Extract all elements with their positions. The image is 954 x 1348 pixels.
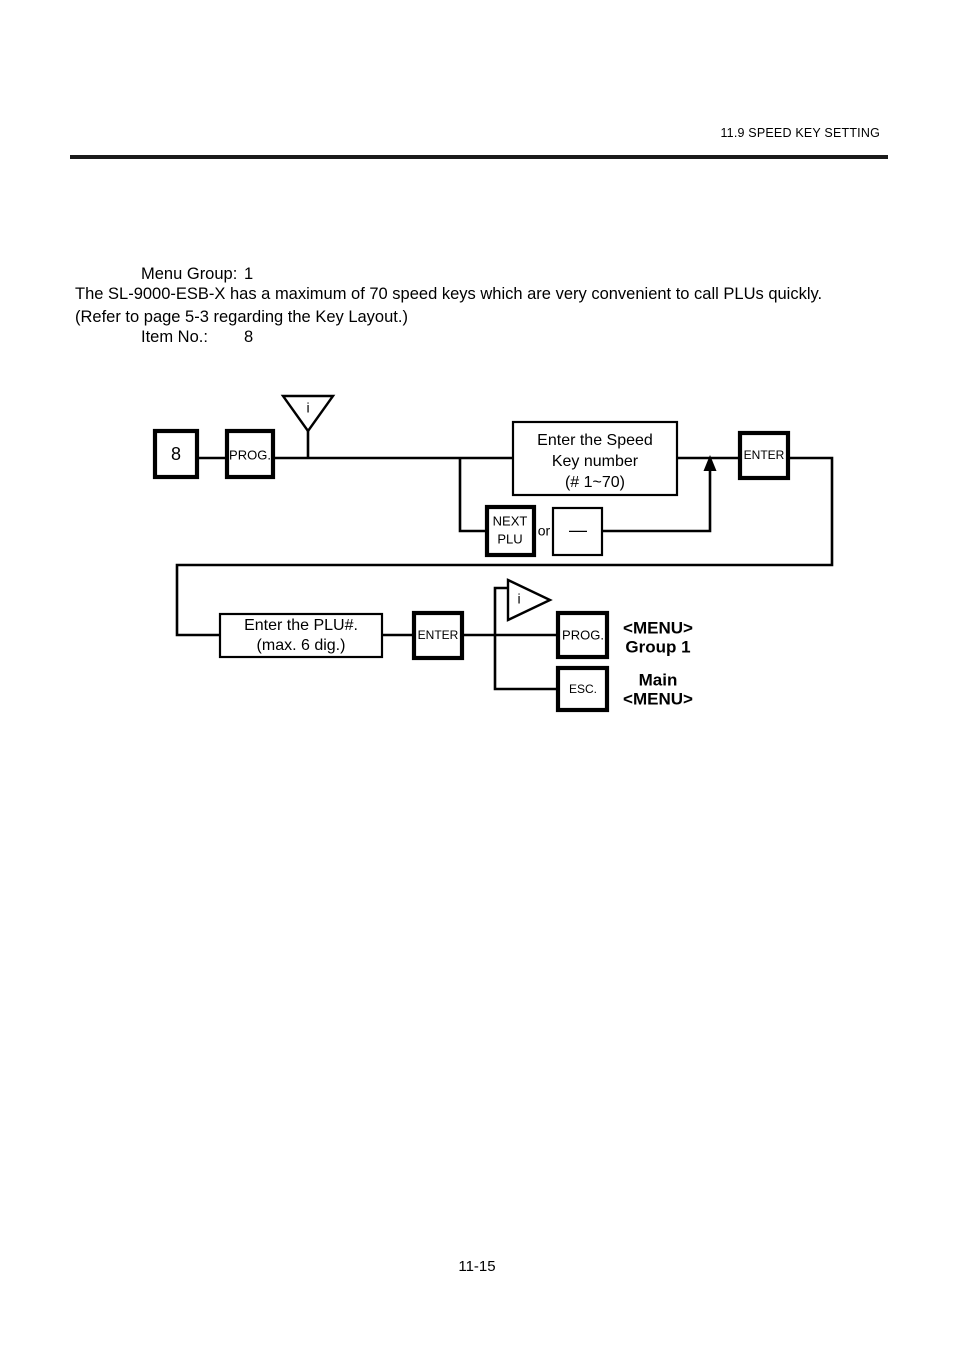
prog-key-bottom[interactable] (555, 610, 610, 660)
intro-line-1: The SL-9000-ESB-X has a maximum of 70 sp… (75, 285, 823, 303)
enter-key-bottom-label: ENTER (418, 628, 459, 642)
plu-number-prompt-line-1: Enter the PLU#. (244, 617, 358, 634)
menu-parameters: Menu Group: 1 Item No.: 8 (141, 222, 253, 369)
item-number-key-label: 8 (171, 444, 181, 464)
next-plu-key[interactable] (484, 504, 537, 558)
info-marker-top-label: i (306, 400, 309, 416)
esc-target-line-1: Main (639, 670, 678, 689)
prog-target-line-2: Group 1 (625, 637, 690, 656)
prog-target-line-1: <MENU> (623, 618, 693, 637)
esc-key[interactable] (555, 665, 610, 713)
esc-key-label: ESC. (569, 682, 597, 696)
header-section-title: 11.9 SPEED KEY SETTING (720, 126, 880, 140)
header-divider-rule (70, 155, 888, 159)
prog-key-top-label: PROG. (229, 447, 271, 462)
speed-key-prompt-line-1: Enter the Speed (537, 432, 653, 449)
item-number-key[interactable] (152, 428, 200, 480)
plu-number-prompt-line-2: (max. 6 dig.) (257, 637, 346, 654)
info-marker-right-icon (506, 578, 553, 622)
prog-key-bottom-label: PROG. (562, 627, 604, 642)
or-separator-label: or (538, 523, 551, 539)
menu-group-row: Menu Group: 1 (141, 264, 253, 285)
info-marker-down-icon (280, 394, 336, 434)
page-header: 11.9 SPEED KEY SETTING (0, 0, 954, 170)
enter-key-top[interactable] (737, 430, 791, 481)
prog-key-top[interactable] (224, 428, 276, 480)
intro-paragraph: The SL-9000-ESB-X has a maximum of 70 sp… (75, 283, 905, 329)
item-no-value: 8 (244, 328, 254, 346)
plu-number-prompt-box (218, 612, 384, 659)
item-no-row: Item No.: 8 (141, 327, 253, 348)
next-plu-key-line-1: NEXT (493, 513, 528, 528)
next-plu-key-line-2: PLU (497, 531, 522, 546)
page-footer: 11-15 (0, 1258, 954, 1275)
minus-key-label: — (569, 520, 587, 540)
menu-group-value: 1 (244, 265, 254, 283)
info-marker-bottom-label: i (517, 591, 520, 607)
enter-key-bottom[interactable] (411, 610, 465, 661)
speed-key-prompt-box (511, 420, 679, 497)
speed-key-prompt-line-3: (# 1~70) (565, 474, 625, 491)
speed-key-prompt-line-2: Key number (552, 453, 639, 470)
menu-group-label: Menu Group: (141, 265, 238, 283)
enter-key-top-label: ENTER (744, 448, 785, 462)
minus-key[interactable] (551, 506, 604, 557)
page-number: 11-15 (458, 1258, 496, 1275)
item-no-label: Item No.: (141, 328, 208, 346)
intro-line-2: (Refer to page 5-3 regarding the Key Lay… (75, 308, 408, 326)
esc-target-line-2: <MENU> (623, 689, 693, 708)
